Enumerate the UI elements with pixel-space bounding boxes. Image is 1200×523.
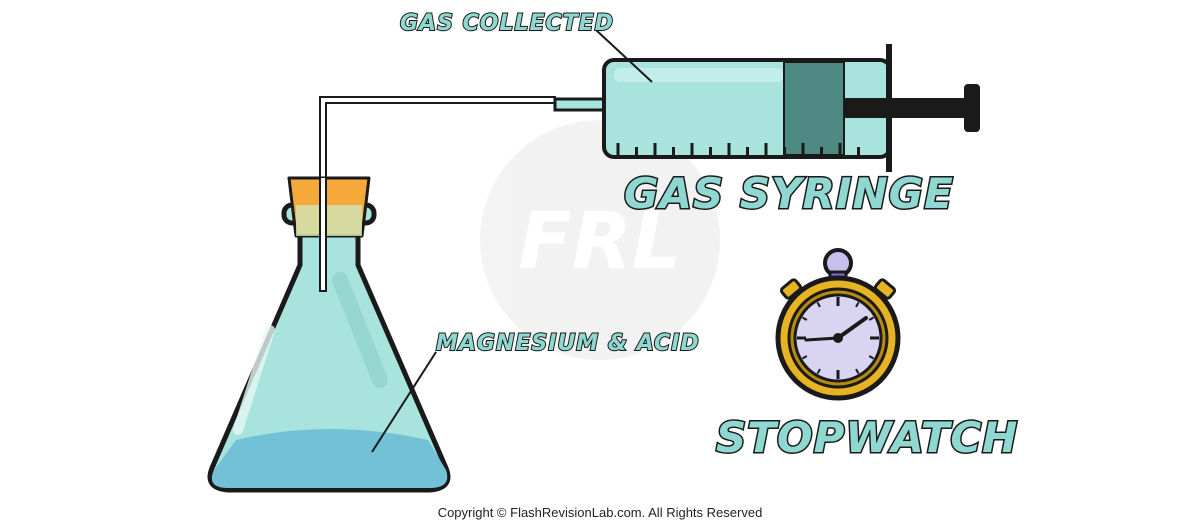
stopwatch-ticks: [797, 297, 879, 379]
gas-syringe: [553, 44, 980, 172]
syringe-graduations: [616, 143, 860, 155]
stopwatch-tick: [868, 355, 875, 360]
gas-collected-leader: [595, 29, 653, 83]
stopwatch-icon: [775, 248, 901, 401]
stopwatch-label: STOPWATCH: [716, 413, 1018, 462]
watermark: FRL: [480, 120, 720, 360]
stopwatch-tick: [801, 355, 808, 360]
svg-text:FRL: FRL: [518, 197, 681, 287]
conical-flask: [207, 176, 451, 493]
stopwatch-tick: [816, 368, 821, 375]
magnesium-acid-label: MAGNESIUM & ACID: [436, 331, 700, 356]
stopwatch-tick: [855, 368, 860, 375]
magnesium-acid-leader: [371, 351, 437, 453]
copyright-text: Copyright © FlashRevisionLab.com. All Ri…: [438, 505, 763, 520]
gas-syringe-label: GAS SYRINGE: [624, 169, 954, 218]
stopwatch-tick: [801, 316, 808, 321]
stopwatch-tick: [855, 301, 860, 308]
stopwatch-tick: [868, 316, 875, 321]
stopwatch-tick: [816, 301, 821, 308]
gas-collected-label: GAS COLLECTED: [400, 11, 614, 36]
